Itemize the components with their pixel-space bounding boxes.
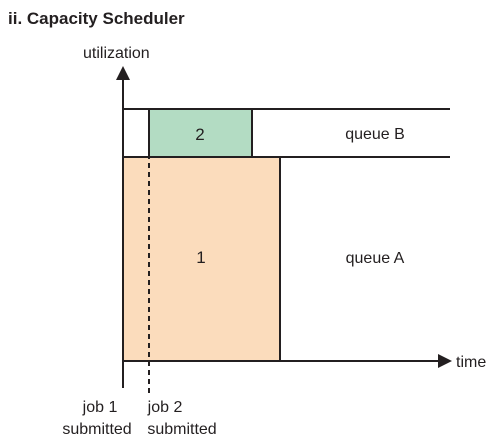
job1-submitted-line2: submitted [62,421,131,438]
y-axis-arrow [116,66,130,80]
queue-b-label: queue B [345,126,405,143]
job2-submitted-line2: submitted [147,421,216,438]
job2-block [148,108,253,158]
job1-block-label: 1 [196,248,205,267]
x-axis-label: time [456,354,486,371]
job2-submitted-line1: job 2 [147,399,183,416]
queue-a-label: queue A [346,250,405,267]
y-axis-label: utilization [83,45,150,62]
x-axis-arrow [438,354,452,368]
job1-submitted-line1: job 1 [82,399,118,416]
diagram-title: ii. Capacity Scheduler [8,9,185,28]
job2-block-label: 2 [195,125,204,144]
